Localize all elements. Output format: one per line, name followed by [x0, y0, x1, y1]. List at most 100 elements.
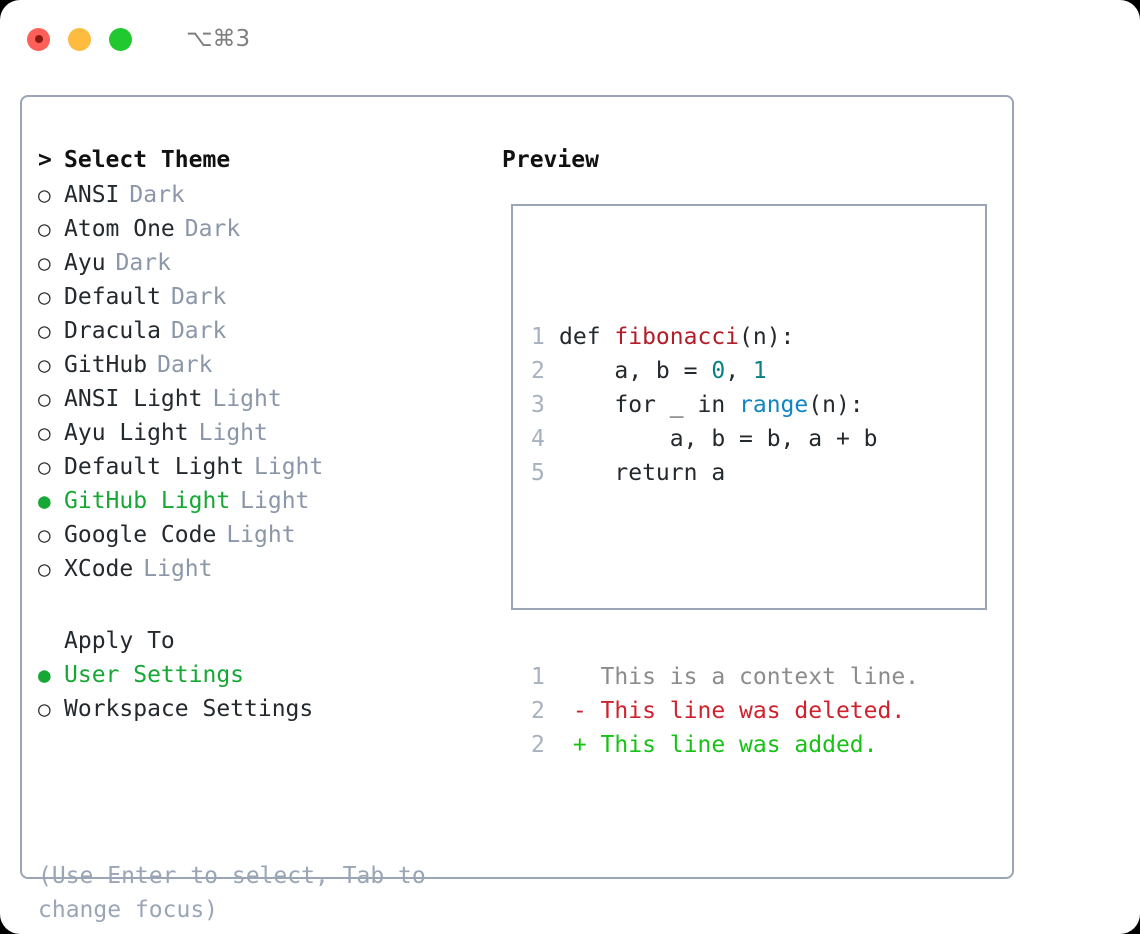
- theme-variant-tag: Dark: [115, 250, 171, 276]
- line-number: 5: [531, 460, 545, 486]
- apply-to-header-spacer: ○: [38, 631, 64, 652]
- title-bar: ⌥⌘3: [0, 0, 1140, 78]
- line-content: - This line was deleted.: [559, 694, 905, 728]
- code-diff-spacer: [531, 558, 985, 592]
- theme-variant-tag: Dark: [129, 182, 185, 208]
- radio-unselected-icon: ○: [38, 251, 51, 275]
- select-theme-title: Select Theme: [64, 147, 231, 173]
- code-token: This is a context line.: [559, 664, 920, 690]
- minimize-window-button[interactable]: [68, 27, 91, 51]
- line-content: a, b = 0, 1: [559, 354, 767, 388]
- line-number: 2: [531, 358, 545, 384]
- theme-variant-tag: Dark: [184, 216, 241, 242]
- theme-name-label: Default Light: [64, 454, 245, 480]
- apply-to-item[interactable]: ●User Settings: [38, 662, 488, 696]
- theme-name-label: ANSI Light: [64, 386, 203, 412]
- theme-list-item[interactable]: ○ Default Light Light: [38, 454, 488, 488]
- apply-to-title: Apply To: [64, 628, 175, 654]
- radio-unselected-icon: ○: [38, 697, 51, 721]
- section-spacer: [38, 590, 488, 628]
- theme-list-item[interactable]: ○ ANSI Dark: [38, 182, 488, 216]
- code-line: 5 return a: [531, 456, 985, 490]
- theme-list-item[interactable]: ○ Google Code Light: [38, 522, 488, 556]
- close-window-button[interactable]: [27, 27, 50, 51]
- line-number: 3: [531, 392, 545, 418]
- theme-name-label: Google Code: [64, 522, 217, 548]
- radio-unselected-icon: ○: [38, 557, 51, 581]
- radio-unselected-icon: ○: [38, 523, 51, 547]
- code-token: range: [739, 392, 809, 418]
- radio-unselected-icon: ○: [38, 183, 51, 207]
- code-token: (n):: [739, 324, 795, 350]
- theme-name-label: Default: [64, 284, 161, 310]
- theme-list-item[interactable]: ○ Ayu Dark: [38, 250, 488, 284]
- line-content: + This line was added.: [559, 728, 878, 762]
- line-number: 2: [531, 698, 545, 724]
- line-number: 4: [531, 426, 545, 452]
- theme-variant-tag: Dark: [157, 352, 213, 378]
- radio-unselected-icon: ○: [38, 387, 51, 411]
- code-token: for _ in: [559, 392, 740, 418]
- theme-list-item[interactable]: ○ Dracula Dark: [38, 318, 488, 352]
- apply-to-label: Workspace Settings: [64, 696, 314, 722]
- radio-unselected-icon: ○: [38, 217, 51, 241]
- code-token: ,: [725, 358, 753, 384]
- code-line: 2 a, b = 0, 1: [531, 354, 985, 388]
- theme-name-label: Dracula: [64, 318, 161, 344]
- theme-name-label: Atom One: [64, 216, 175, 242]
- code-line: 4 a, b = b, a + b: [531, 422, 985, 456]
- radio-selected-icon: ●: [38, 489, 51, 513]
- code-token: - This line was deleted.: [559, 698, 906, 724]
- apply-to-header: ○ Apply To: [38, 628, 488, 662]
- diff-line: 1 This is a context line.: [531, 660, 985, 694]
- theme-name-label: GitHub Light: [64, 488, 231, 514]
- code-token: + This line was added.: [559, 732, 878, 758]
- theme-name-label: Ayu Light: [64, 420, 189, 446]
- theme-variant-tag: Dark: [170, 284, 227, 310]
- theme-variant-tag: Light: [198, 420, 268, 446]
- line-number: 1: [531, 664, 545, 690]
- theme-variant-tag: Light: [143, 556, 213, 582]
- radio-unselected-icon: ○: [38, 285, 51, 309]
- theme-list-item[interactable]: ○ Ayu Light Light: [38, 420, 488, 454]
- line-content: for _ in range(n):: [559, 388, 864, 422]
- theme-variant-tag: Dark: [170, 318, 227, 344]
- code-token: 0: [711, 358, 726, 384]
- line-content: This is a context line.: [559, 660, 920, 694]
- line-number: 1: [531, 324, 545, 350]
- radio-unselected-icon: ○: [38, 421, 51, 445]
- theme-name-label: ANSI: [64, 182, 120, 208]
- theme-name-label: Ayu: [64, 250, 106, 276]
- theme-list-item[interactable]: ○ Atom One Dark: [38, 216, 488, 250]
- code-token: 1: [752, 358, 767, 384]
- theme-list-item[interactable]: ○ ANSI Light Light: [38, 386, 488, 420]
- line-content: a, b = b, a + b: [559, 422, 878, 456]
- theme-variant-tag: Light: [212, 386, 282, 412]
- radio-unselected-icon: ○: [38, 319, 51, 343]
- apply-to-item[interactable]: ○ Workspace Settings: [38, 696, 488, 730]
- close-icon: [34, 35, 43, 43]
- diff-line: 2 - This line was deleted.: [531, 694, 985, 728]
- apply-to-list: ●User Settings○ Workspace Settings: [38, 662, 488, 730]
- code-token: fibonacci: [614, 324, 740, 350]
- theme-list-item[interactable]: ○ Default Dark: [38, 284, 488, 318]
- select-theme-header: > Select Theme: [38, 147, 488, 181]
- maximize-window-button[interactable]: [109, 27, 132, 51]
- code-token: a, b =: [559, 358, 712, 384]
- diff-sample: 1 This is a context line.2 - This line w…: [531, 660, 985, 762]
- radio-unselected-icon: ○: [38, 455, 51, 479]
- code-token: (n):: [808, 392, 864, 418]
- theme-variant-tag: Light: [254, 454, 324, 480]
- theme-variant-tag: Light: [226, 522, 296, 548]
- diff-line: 2 + This line was added.: [531, 728, 985, 762]
- keyboard-shortcut-label: ⌥⌘3: [186, 26, 251, 52]
